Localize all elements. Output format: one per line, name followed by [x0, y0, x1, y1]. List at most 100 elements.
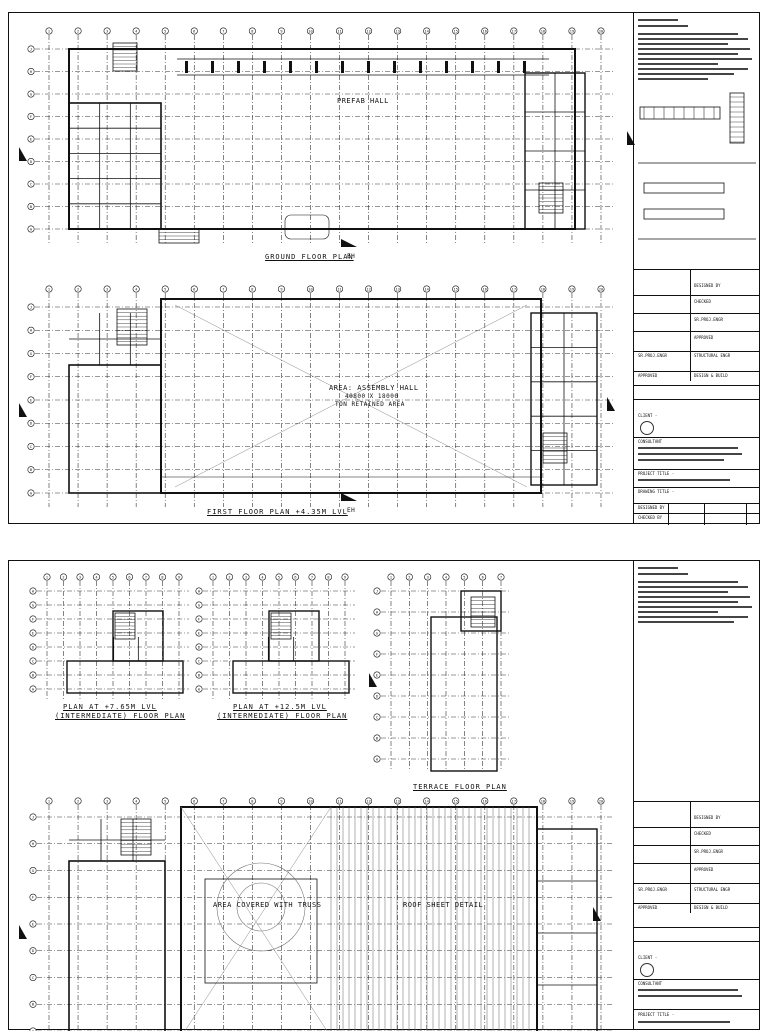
grid-bubble: [195, 629, 203, 637]
plan-b-title-2: (INTERMEDIATE) FLOOR PLAN: [217, 712, 348, 720]
first-floor-plan-title: FIRST FLOOR PLAN +4.35M LVL: [207, 508, 348, 516]
grid-letter-label: E: [30, 137, 32, 141]
grid-bubble: [103, 285, 111, 293]
wall-outline: [68, 364, 162, 494]
grid-number-label: 19: [570, 29, 574, 33]
grid-bubble: [481, 797, 489, 805]
grid-letter-label: D: [30, 160, 32, 164]
tb-row-label: SR.PROJ.ENGR: [694, 317, 723, 322]
grid-bubble: [29, 629, 37, 637]
grid-bubble: [306, 285, 314, 293]
grid-number-label: 3: [427, 575, 429, 579]
grid-number-label: 4: [135, 287, 137, 291]
note-line: [638, 78, 708, 80]
tb-row-label: APPROVED: [638, 373, 658, 378]
tb-row-label: DESIGNED BY: [694, 815, 721, 820]
grid-number-label: 3: [106, 29, 108, 33]
grid-bubble: [452, 285, 460, 293]
annotation-cloud: [284, 214, 330, 240]
grid-bubble: [29, 920, 37, 928]
hall-label-top: PREFAB HALL: [337, 97, 389, 105]
grid-letter-label: G: [32, 869, 34, 873]
tb-row-label: STRUCTURAL ENGR: [694, 887, 731, 892]
note-line: [638, 33, 738, 35]
grid-number-label: 15: [454, 799, 458, 803]
plan-a-title-2: (INTERMEDIATE) FLOOR PLAN: [55, 712, 186, 720]
grid-bubble: [45, 27, 53, 35]
grid-bubble: [219, 285, 227, 293]
grid-number-label: 2: [77, 287, 79, 291]
grid-letter-label: F: [30, 115, 32, 119]
title-block-2: DESIGNED BY CHECKED SR.PROJ.ENGR APPROVE…: [633, 561, 759, 1029]
wall-outline: [536, 828, 598, 1031]
client-label: CLIENT -: [638, 955, 658, 960]
grid-letter-label: C: [30, 445, 32, 449]
section-arrow: [341, 239, 357, 247]
grid-letter-label: G: [376, 631, 378, 635]
grid-bubble: [242, 573, 250, 581]
grid-bubble: [277, 27, 285, 35]
grid-bubble: [597, 27, 605, 35]
grid-bubble: [27, 135, 35, 143]
wall-outline: [180, 806, 538, 1031]
grid-bubble: [568, 797, 576, 805]
section-arrow: [19, 147, 27, 161]
grid-bubble: [27, 225, 35, 233]
grid-bubble: [29, 893, 37, 901]
grid-letter-label: H: [198, 589, 200, 593]
beam-detail: [639, 106, 721, 120]
column-mark: [471, 61, 474, 73]
column-mark: [497, 61, 500, 73]
grid-bubble: [248, 27, 256, 35]
grid-number-label: 19: [570, 799, 574, 803]
column-mark: [393, 61, 396, 73]
note-line: [638, 73, 734, 75]
grid-bubble: [27, 396, 35, 404]
grid-letter-label: A: [32, 687, 35, 691]
column-mark: [211, 61, 214, 73]
grid-letter-label: A: [198, 687, 201, 691]
sill-detail: [643, 208, 725, 220]
grid-letter-label: A: [30, 227, 33, 231]
grid-bubble: [373, 629, 381, 637]
grid-bubble: [219, 797, 227, 805]
grid-bubble: [365, 797, 373, 805]
grid-bubble: [27, 45, 35, 53]
grid-bubble: [442, 573, 450, 581]
grid-bubble: [539, 27, 547, 35]
wall-outline: [68, 102, 162, 230]
grid-number-label: 13: [395, 799, 399, 803]
grid-number-label: 9: [178, 575, 180, 579]
grid-number-label: 3: [79, 575, 81, 579]
grid-number-label: 7: [222, 287, 224, 291]
grid-bubble: [27, 349, 35, 357]
grid-bubble: [27, 419, 35, 427]
tb-row-label: STRUCTURAL ENGR: [694, 353, 731, 358]
grid-bubble: [29, 866, 37, 874]
grid-number-label: 20: [599, 29, 603, 33]
grid-bubble: [336, 285, 344, 293]
grid-bubble: [29, 947, 37, 955]
client-logo-seal: [640, 963, 654, 977]
grid-bubble: [159, 573, 167, 581]
grid-number-label: 4: [261, 575, 263, 579]
grid-number-label: 2: [408, 575, 410, 579]
hall-label-bottom-3: TON RETAINED AREA: [335, 401, 405, 408]
grid-bubble: [29, 813, 37, 821]
grid-number-label: 9: [280, 29, 282, 33]
grid-letter-label: F: [30, 375, 32, 379]
grid-bubble: [27, 373, 35, 381]
grid-bubble: [452, 797, 460, 805]
grid-letter-label: D: [198, 645, 200, 649]
grid-bubble: [336, 797, 344, 805]
grid-letter-label: C: [30, 182, 32, 186]
grid-letter-label: G: [32, 603, 34, 607]
grid-number-label: 8: [251, 287, 253, 291]
grid-letter-label: J: [32, 815, 34, 819]
drawing-title-label: DRAWING TITLE -: [638, 489, 675, 494]
grid-bubble: [45, 285, 53, 293]
grid-number-label: 7: [145, 575, 147, 579]
grid-letter-label: B: [198, 673, 200, 677]
note-line: [638, 19, 678, 21]
